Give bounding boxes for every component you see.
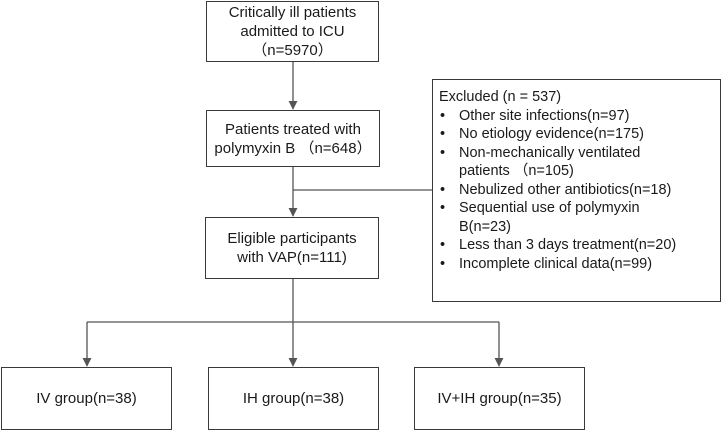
ivih-group-box: IV+IH group(n=35) xyxy=(414,367,585,430)
excluded-item-text: Incomplete clinical data(n=99) xyxy=(459,255,653,272)
treated-box: Patients treated with polymyxin B （n=648… xyxy=(206,110,380,167)
excluded-item: • Less than 3 days treatment(n=20) xyxy=(439,236,714,255)
excluded-item-text: No etiology evidence(n=175) xyxy=(459,126,644,142)
iv-group-box: IV group(n=38) xyxy=(1,367,172,430)
eligible-box: Eligible participants with VAP(n=111) xyxy=(205,217,379,279)
ih-group-box: IH group(n=38) xyxy=(208,367,379,430)
treated-line-2: polymyxin B （n=648） xyxy=(214,139,372,157)
bullet-icon: • xyxy=(440,144,446,161)
eligible-line-1: Eligible participants xyxy=(227,230,357,247)
excluded-item: • No etiology evidence(n=175) xyxy=(439,125,714,144)
admitted-line-2: admitted to ICU xyxy=(240,23,345,40)
bullet-icon: • xyxy=(440,200,446,216)
bullet-icon: • xyxy=(440,107,446,124)
admitted-line-3: （n=5970） xyxy=(252,42,333,59)
ih-group-label: IH group(n=38) xyxy=(242,390,345,407)
treated-line-1: Patients treated with xyxy=(225,120,361,138)
excluded-item-text: Nebulized other antibiotics(n=18) xyxy=(459,181,672,198)
excluded-item-text: Less than 3 days treatment(n=20) xyxy=(459,237,677,253)
excluded-item-text-cont: patients （n=105) xyxy=(459,163,574,179)
excluded-list: • Other site infections(n=97) • No etiolog… xyxy=(439,107,714,274)
excluded-item: • Non-mechanically ventilated patients （n=… xyxy=(439,144,714,181)
excluded-item: • Incomplete clinical data(n=99) xyxy=(439,255,714,274)
iv-group-label: IV group(n=38) xyxy=(36,390,137,407)
excluded-item-text: Sequential use of polymyxin xyxy=(459,200,640,216)
excluded-box: Excluded (n = 537) • Other site infection… xyxy=(432,79,721,302)
bullet-icon: • xyxy=(440,126,446,142)
excluded-item-text: Non-mechanically ventilated xyxy=(459,144,641,161)
excluded-item: • Nebulized other antibiotics(n=18) xyxy=(439,181,714,200)
excluded-title: Excluded (n = 537) xyxy=(439,89,562,105)
bullet-icon: • xyxy=(440,181,446,198)
excluded-item-text: Other site infections(n=97) xyxy=(459,107,630,124)
excluded-item: • Other site infections(n=97) xyxy=(439,107,714,126)
excluded-item-text-cont: B(n=23) xyxy=(459,218,511,235)
admitted-box: Critically ill patients admitted to ICU … xyxy=(206,1,379,62)
eligible-line-2: with VAP(n=111) xyxy=(237,249,347,266)
bullet-icon: • xyxy=(440,237,446,253)
admitted-line-1: Critically ill patients xyxy=(228,4,357,21)
bullet-icon: • xyxy=(440,255,446,272)
ivih-group-label: IV+IH group(n=35) xyxy=(437,390,562,407)
